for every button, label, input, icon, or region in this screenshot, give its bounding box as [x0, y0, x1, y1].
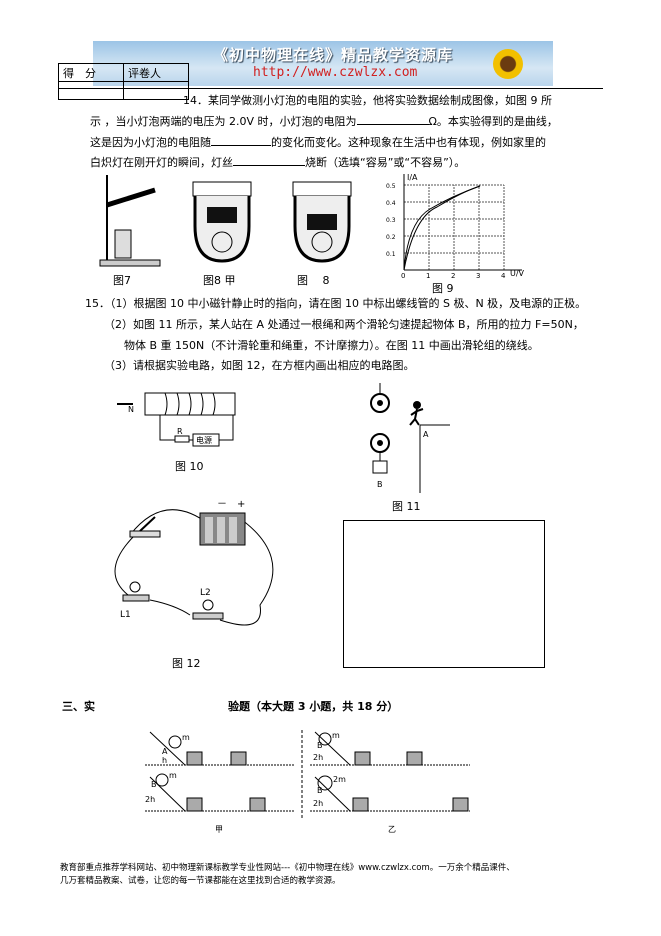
height-h-label: h	[162, 756, 167, 765]
mass-label: m	[182, 733, 190, 742]
q14-line1: 14．某同学做测小灯泡的电阻的实验，他将实验数据绘制成图像，如图 9 所	[183, 94, 552, 107]
power-source-label: 电源	[196, 435, 212, 445]
point-b-label: B	[317, 786, 323, 795]
y-tick-label: 0.2	[386, 234, 396, 241]
battery-plus-label: +	[237, 499, 245, 510]
fig10-caption: 图 10	[175, 460, 204, 473]
y-tick-label: 0.4	[386, 200, 396, 207]
q14-text: 示 ，当小灯泡两端的电压为 2.0V 时，小灯泡的电阻为	[90, 115, 357, 128]
mass-2m-label: 2m	[333, 775, 346, 784]
height-2h-label: 2h	[313, 799, 323, 808]
x-tick-label: 1	[426, 272, 430, 280]
x-tick-label: 0	[401, 272, 405, 280]
footer-line2: 几万套精品教案、试卷，让您的每一节课都能在这里找到合适的教学资源。	[60, 876, 341, 886]
sunflower-icon	[493, 49, 523, 79]
fig9-xlabel: U/V	[510, 269, 525, 278]
fig12-physical-circuit: － + L1 L2	[114, 499, 274, 626]
mass-label: m	[332, 731, 340, 740]
x-tick-label: 2	[451, 272, 455, 280]
fig8b-engine-diagram	[292, 181, 352, 263]
q15-part2a: （2）如图 11 所示，某人站在 A 处通过一根绳和两个滑轮匀速提起物体 B，所…	[104, 318, 584, 331]
bulb-l2-label: L2	[200, 588, 211, 598]
fig9-iu-graph: 0.1 0.2 0.3 0.4 0.5 0 1 2 3 4 I/A U/V	[386, 173, 525, 280]
q14-text: 的变化而变化。这种现象在生活中也有体现，例如家里的	[271, 136, 546, 149]
score-label: 得 分	[58, 63, 124, 82]
position-a-label: A	[423, 430, 429, 439]
point-b-label: B	[151, 780, 157, 789]
y-tick-label: 0.3	[386, 217, 396, 224]
experiment-ball-slope-diagram: m A h B 2h m B 2h m B 2h 2m 甲 乙	[145, 730, 470, 834]
fig11-caption: 图 11	[392, 500, 421, 513]
fig10-solenoid-circuit: N R 电源	[117, 392, 236, 447]
object-b-label: B	[377, 480, 383, 489]
grader-cell[interactable]	[123, 81, 189, 100]
q14-line3: 这是因为小灯泡的电阻随 的变化而变化。这种现象在生活中也有体现，例如家里的	[90, 133, 546, 152]
q14-text: Ω。本实验得到的是曲线，	[428, 115, 558, 128]
answer-blank-burn[interactable]	[233, 153, 305, 166]
mass-label: m	[169, 771, 177, 780]
fig9-caption: 图 9	[432, 282, 454, 295]
q14-text: 这是因为小灯泡的电阻随	[90, 136, 211, 149]
height-2h-label: 2h	[145, 795, 155, 804]
fig7-test-tube-apparatus	[99, 175, 161, 267]
answer-blank-resistance[interactable]	[356, 112, 429, 125]
q14-text: 烧断（选填“容易”或“不容易”）。	[305, 156, 466, 169]
fig8a-engine-diagram	[192, 181, 252, 263]
banner-title: 《初中物理在线》精品教学资源库	[213, 46, 454, 64]
battery-minus-label: －	[217, 499, 227, 510]
x-tick-label: 3	[476, 272, 480, 280]
circuit-drawing-box[interactable]	[343, 520, 545, 668]
point-b-label: B	[317, 741, 323, 750]
banner-url: http://www.czwlzx.com	[253, 65, 418, 80]
fig7-caption: 图7	[113, 274, 131, 287]
x-tick-label: 4	[501, 272, 506, 280]
iu-curve	[403, 185, 481, 271]
answer-blank-factor[interactable]	[211, 133, 271, 146]
fig8a-caption: 图8 甲	[203, 274, 236, 287]
q14-line2: 示 ，当小灯泡两端的电压为 2.0V 时，小灯泡的电阻为 Ω。本实验得到的是曲线，	[90, 112, 558, 131]
q15-part3: （3）请根据实验电路，如图 12，在方框内画出相应的电路图。	[104, 359, 415, 372]
resistor-label: R	[177, 427, 183, 436]
section3-title: 验题（本大题 3 小题，共 18 分）	[228, 700, 399, 713]
compass-n-label: N	[128, 405, 134, 414]
q14-line4: 白炽灯在刚开灯的瞬间，灯丝 烧断（选填“容易”或“不容易”）。	[90, 153, 465, 172]
caption-yi: 乙	[388, 825, 396, 834]
footer-line1: 教育部重点推荐学科网站、初中物理新课标教学专业性网站---《初中物理在线》www…	[60, 863, 515, 873]
point-a-label: A	[162, 747, 168, 756]
header-rule	[58, 88, 603, 89]
iu-curve-upper	[403, 185, 481, 271]
grader-label: 评卷人	[123, 63, 189, 82]
score-cell[interactable]	[58, 81, 124, 100]
height-2h-label: 2h	[313, 753, 323, 762]
fig8b-caption: 图 8	[297, 274, 330, 287]
y-tick-label: 0.5	[386, 183, 396, 190]
footer: 教育部重点推荐学科网站、初中物理新课标教学专业性网站---《初中物理在线》www…	[60, 862, 515, 888]
y-tick-label: 0.1	[386, 251, 396, 258]
fig11-pulley-system: B A	[370, 383, 450, 493]
fig12-caption: 图 12	[172, 657, 201, 670]
q15-part1: 15．（1）根据图 10 中小磁针静止时的指向，请在图 10 中标出螺线管的 S…	[85, 297, 587, 310]
score-table: 得 分评卷人	[58, 63, 189, 100]
caption-jia: 甲	[215, 825, 223, 834]
bulb-l1-label: L1	[120, 610, 131, 620]
fig9-ylabel: I/A	[407, 173, 418, 182]
q14-text: 白炽灯在刚开灯的瞬间，灯丝	[90, 156, 233, 169]
q15-part2b: 物体 B 重 150N（不计滑轮重和绳重，不计摩擦力）。在图 11 中画出滑轮组…	[124, 339, 539, 352]
section3-number: 三、实	[62, 700, 95, 713]
